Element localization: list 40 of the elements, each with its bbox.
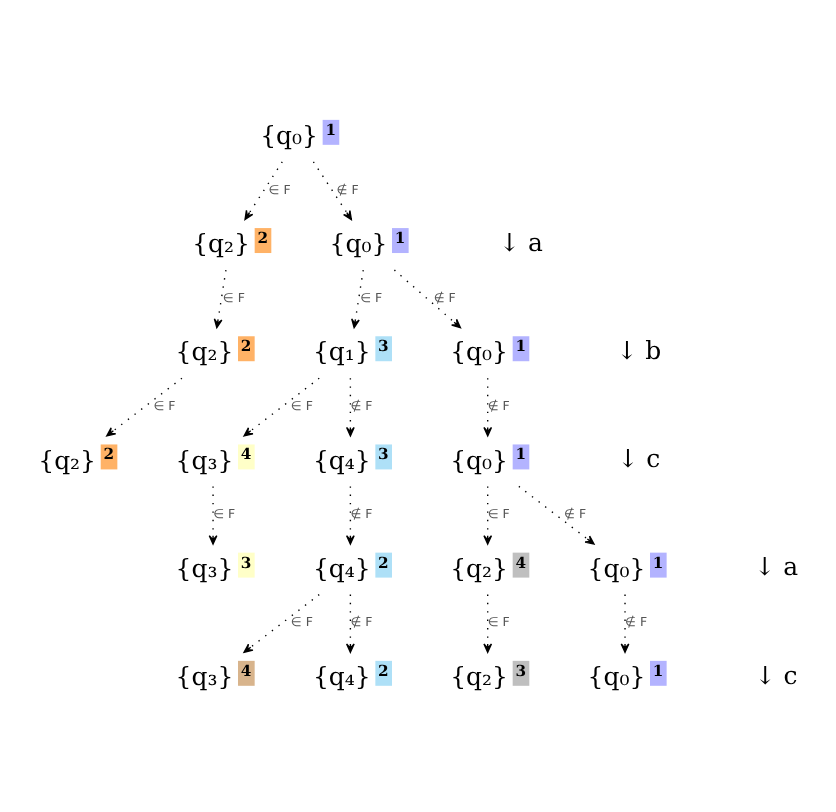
arrow: [345, 376, 355, 436]
label: ↓ c: [617, 442, 661, 473]
node-label: {q₄}: [312, 443, 371, 474]
node-label: {q₂}: [192, 227, 250, 258]
arrow: [351, 268, 364, 328]
node-label: {q₂}: [175, 335, 234, 366]
node-label: {q₂}: [38, 443, 96, 474]
arrow: [345, 592, 355, 652]
arrow: [345, 484, 355, 544]
arrow: [393, 268, 462, 328]
arrow: [106, 376, 183, 436]
arrow: [213, 268, 227, 328]
node-label: {q₀}: [587, 659, 646, 690]
node-label: {q₃}: [175, 659, 234, 690]
arrow: [208, 484, 218, 544]
node-label: {q₀}: [260, 119, 318, 150]
arrow: [483, 376, 493, 436]
node-label: {q₀}: [587, 551, 646, 582]
node-label: {q₃}: [175, 443, 234, 474]
label: ↓ a: [754, 550, 799, 581]
node-label: {q₄}: [312, 659, 371, 690]
arrow: [244, 160, 283, 220]
arrow: [483, 592, 493, 652]
label: ↓ b: [616, 334, 662, 365]
arrow: [243, 592, 320, 652]
node-label: {q₃}: [175, 551, 234, 582]
label: ↓ c: [754, 658, 798, 689]
arrow: [243, 376, 320, 436]
arrow: [518, 484, 595, 544]
node-label: {q₀}: [329, 227, 388, 258]
arrow: [483, 484, 493, 544]
node-label: {q₀}: [450, 335, 508, 366]
arrow: [312, 160, 353, 220]
label: ↓ a: [499, 225, 543, 256]
node-label: {q₁}: [312, 335, 371, 366]
node-label: {q₄}: [312, 551, 371, 582]
node-label: {q₀}: [450, 443, 508, 474]
node-label: {q₂}: [450, 551, 508, 582]
node-label: {q₂}: [450, 659, 508, 690]
arrow: [620, 592, 630, 652]
